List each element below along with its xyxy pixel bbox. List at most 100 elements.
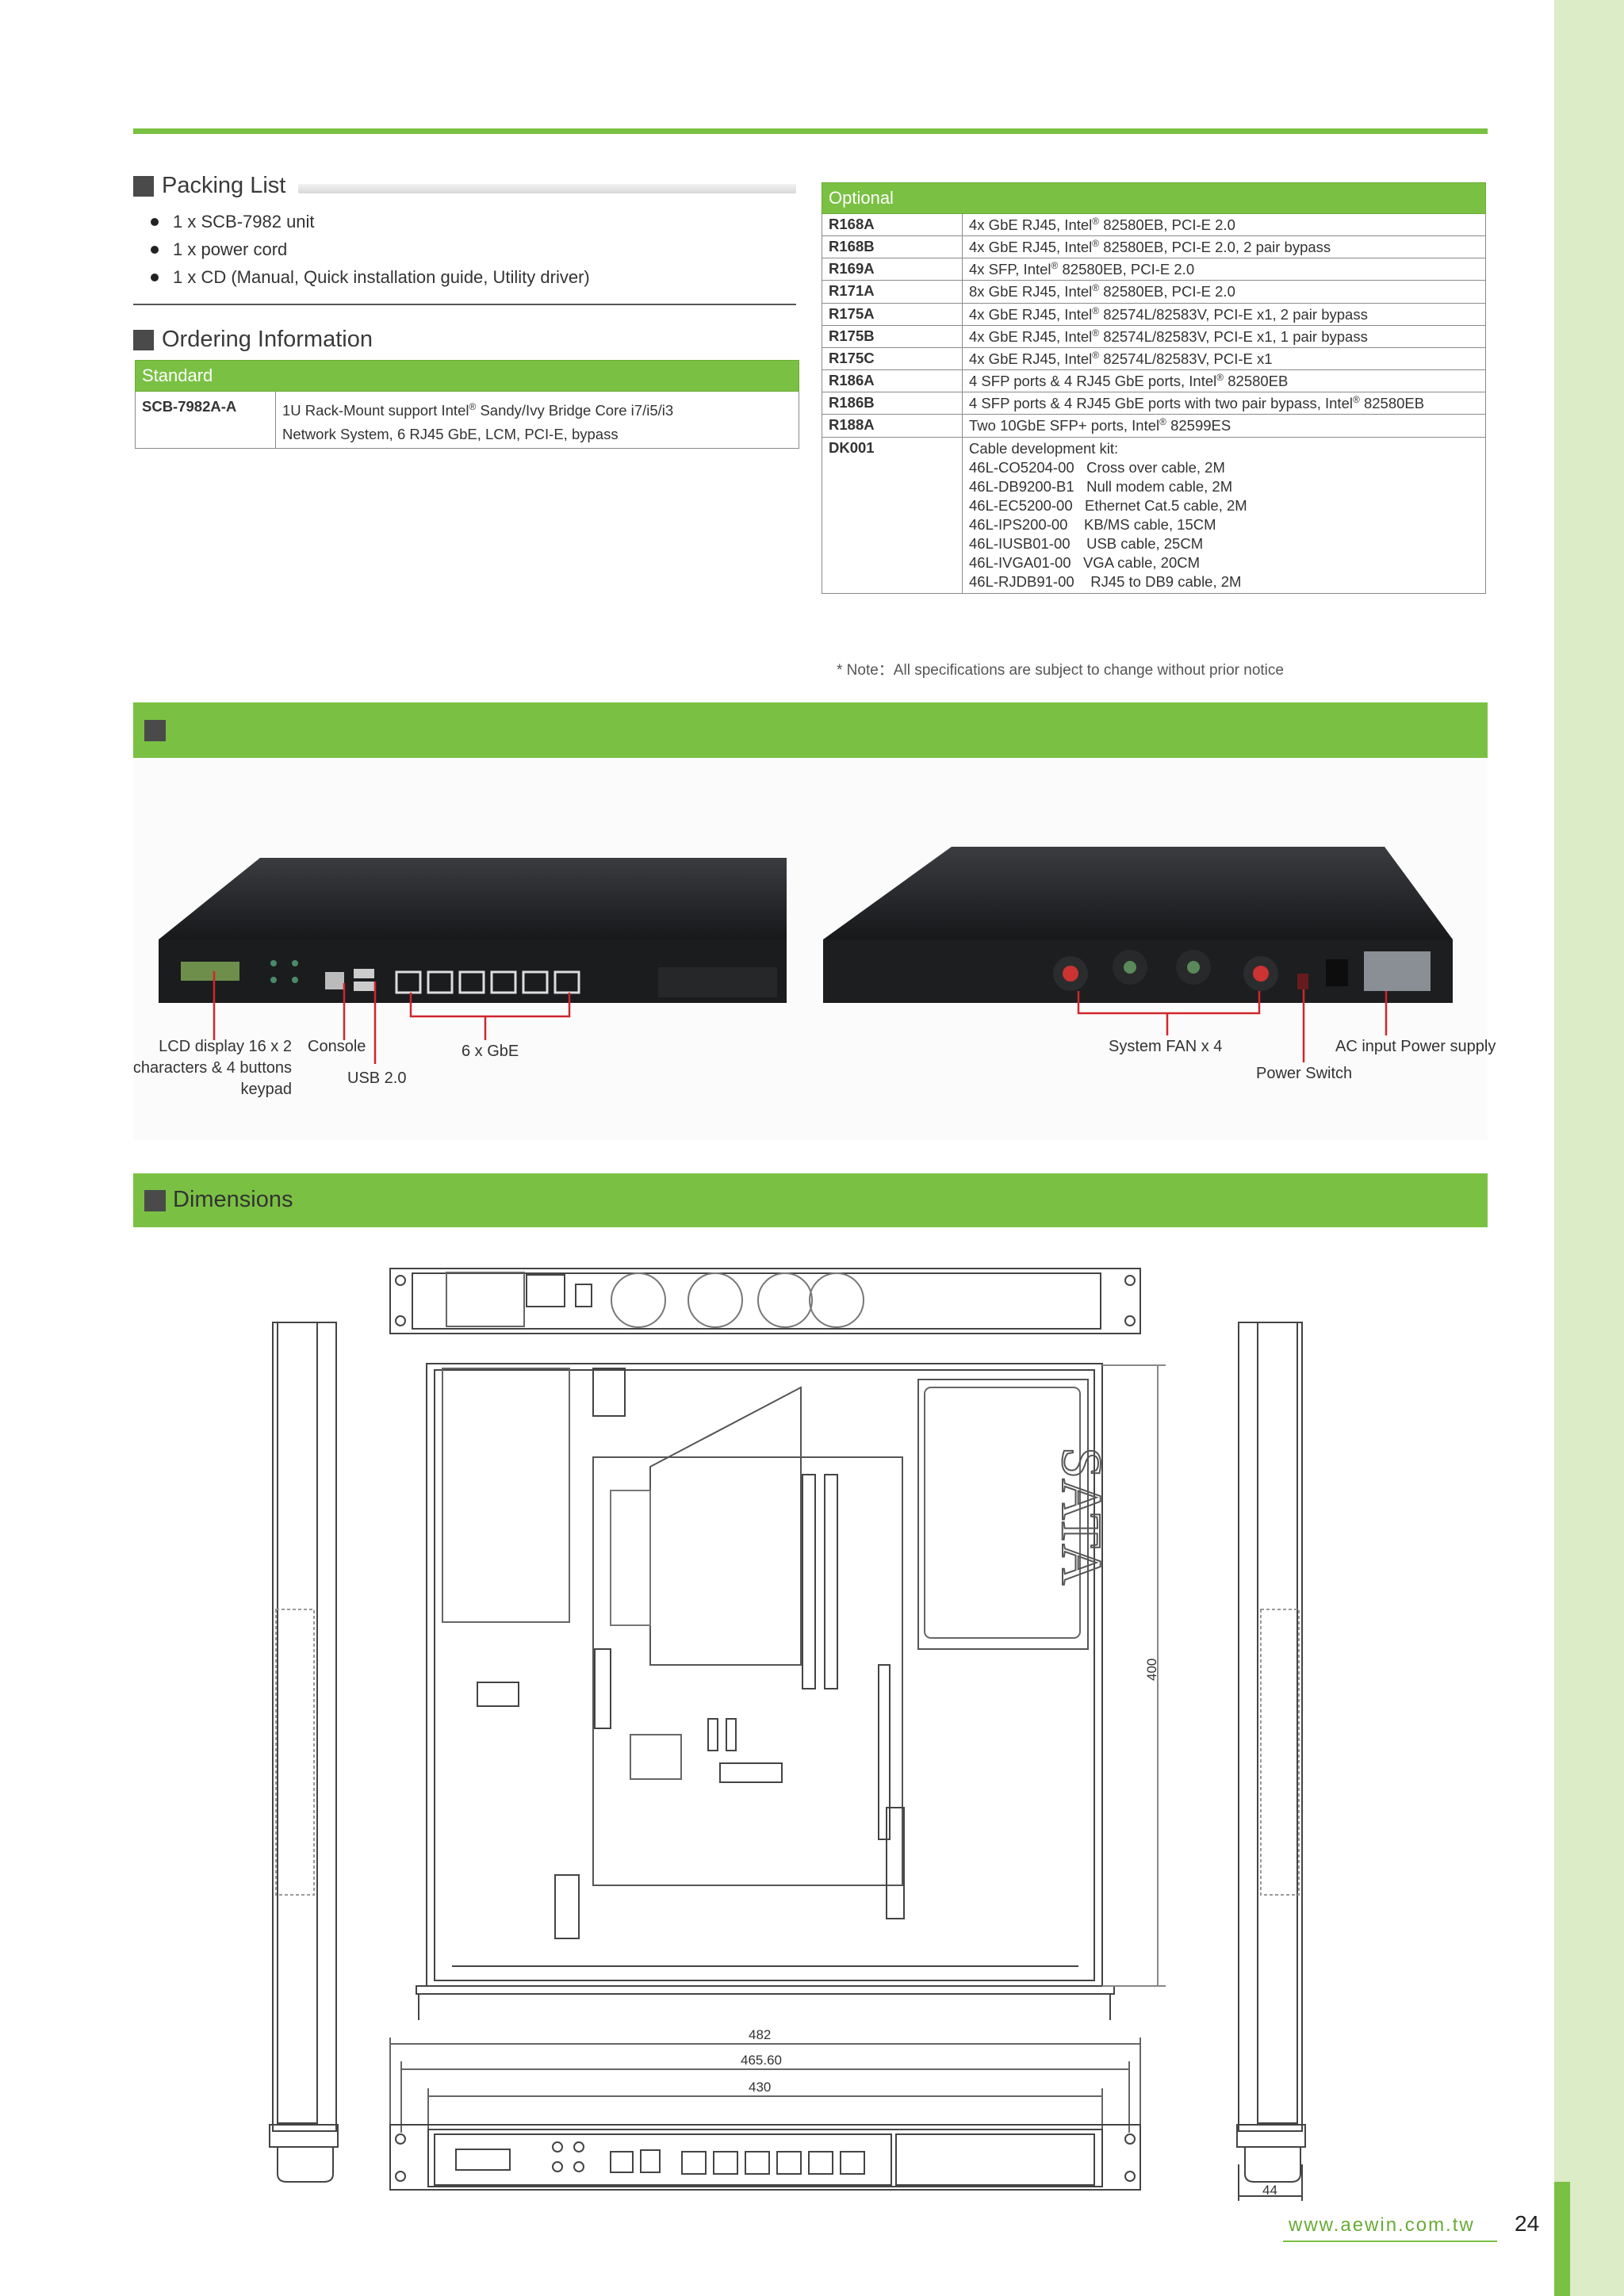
optional-desc-post: 82580EB, PCI-E 2.0, 2 pair bypass: [1099, 239, 1331, 256]
dim-430: 430: [749, 2080, 771, 2095]
optional-desc-post: 82580EB, PCI-E 2.0: [1058, 261, 1195, 278]
label-lcd: LCD display 16 x 2 characters & 4 button…: [111, 1036, 292, 1100]
optional-desc-pre: 8x GbE RJ45, Intel: [969, 283, 1093, 300]
registered-mark: ®: [1092, 349, 1100, 361]
packing-item: 1 x power cord: [151, 235, 590, 263]
kit-line: 46L-RJDB91-00 RJ45 to DB9 cable, 2M: [969, 572, 1242, 590]
top-view-drawing: [416, 1363, 1115, 2020]
optional-desc-post: 82574L/82583V, PCI-E x1: [1099, 350, 1273, 368]
label-lcd-line1: LCD display 16 x 2: [159, 1038, 292, 1055]
section-square-icon: [144, 720, 166, 741]
top-rule: [133, 128, 1488, 134]
side-accent: [1554, 2182, 1570, 2296]
left-side-drawing: [269, 1322, 339, 2183]
label-fan: System FAN x 4: [1109, 1038, 1223, 1055]
optional-description: 4x GbE RJ45, Intel® 82574L/82583V, PCI-E…: [962, 324, 1486, 348]
psu-grille: [1364, 951, 1431, 991]
footer-url[interactable]: www.aewin.com.tw: [1289, 2214, 1475, 2236]
optional-desc-post: 82580EB, PCI-E 2.0: [1099, 216, 1235, 234]
optional-desc-pre: 4x GbE RJ45, Intel: [969, 327, 1093, 345]
photo-section-band: [133, 702, 1488, 758]
packing-list-rule: [298, 184, 796, 193]
packing-list-title: Packing List: [133, 173, 285, 199]
console-port: [325, 972, 344, 989]
dim-400: 400: [1144, 1659, 1159, 1681]
label-lcd-line2: characters & 4 buttons: [132, 1059, 292, 1077]
dimensions-title: Dimensions: [173, 1187, 293, 1212]
optional-desc-post: 82580EB, PCI-E 2.0: [1099, 283, 1235, 300]
ordering-code: SCB-7982A-A: [135, 390, 276, 450]
ac-inlet: [1326, 959, 1348, 986]
optional-desc-pre: 4 SFP ports & 4 RJ45 GbE ports, Intel: [969, 373, 1217, 390]
optional-row: R168A 4x GbE RJ45, Intel® 82580EB, PCI-E …: [822, 212, 1486, 237]
ordering-desc-line2: Network System, 6 RJ45 GbE, LCM, PCI-E, …: [282, 426, 619, 443]
front-unit-photo: [159, 858, 787, 1003]
ordering-info-title-text: Ordering Information: [162, 327, 373, 352]
optional-row: R171A 8x GbE RJ45, Intel® 82580EB, PCI-E …: [822, 280, 1486, 304]
right-side-drawing: [1236, 1322, 1306, 2201]
packing-item: 1 x CD (Manual, Quick installation guide…: [151, 263, 590, 291]
registered-mark: ®: [1092, 327, 1100, 339]
optional-desc-pre: 4x GbE RJ45, Intel: [969, 216, 1093, 234]
ordering-info-title: Ordering Information: [133, 327, 373, 353]
optional-description: 4x GbE RJ45, Intel® 82574L/82583V, PCI-E…: [962, 346, 1486, 371]
registered-mark: ®: [1092, 216, 1100, 227]
optional-description: 4 SFP ports & 4 RJ45 GbE ports with two …: [962, 392, 1486, 415]
registered-mark: ®: [1092, 282, 1100, 294]
kit-code: DK001: [822, 436, 963, 594]
registered-mark: ®: [1216, 372, 1224, 384]
dimensions-band: Dimensions: [133, 1173, 1488, 1227]
registered-mark: ®: [1092, 238, 1100, 250]
optional-code: R168B: [822, 235, 963, 259]
kit-description: Cable development kit: 46L-CO5204-00 Cro…: [962, 436, 1486, 594]
kit-line: 46L-EC5200-00 Ethernet Cat.5 cable, 2M: [969, 496, 1247, 514]
optional-desc-post: 82599ES: [1166, 417, 1231, 434]
optional-code: R171A: [822, 280, 963, 304]
label-power-switch: Power Switch: [1256, 1065, 1353, 1082]
optional-desc-pre: 4x GbE RJ45, Intel: [969, 305, 1093, 323]
optional-desc-pre: Two 10GbE SFP+ ports, Intel: [969, 417, 1160, 434]
power-switch: [1297, 974, 1308, 989]
registered-mark: ®: [1092, 304, 1100, 316]
packing-list: 1 x SCB-7982 unit 1 x power cord 1 x CD …: [151, 208, 590, 291]
width-dimension-lines: [389, 2038, 1141, 2133]
section-square-icon: [144, 1190, 166, 1211]
usb-port: [354, 969, 374, 978]
callout-lines: [213, 971, 1388, 1064]
optional-desc-pre: 4x GbE RJ45, Intel: [969, 239, 1093, 256]
side-band: [1554, 0, 1624, 2296]
rear-panel-drawing: [389, 1268, 1141, 1334]
optional-desc-pre: 4 SFP ports & 4 RJ45 GbE ports with two …: [969, 395, 1353, 412]
ordering-desc-post: Sandy/Ivy Bridge Core i7/i5/i3: [476, 402, 674, 419]
optional-desc-post: 82574L/82583V, PCI-E x1, 2 pair bypass: [1099, 305, 1368, 323]
label-usb: USB 2.0: [347, 1070, 407, 1087]
front-panel-drawing: [389, 2124, 1141, 2191]
optional-description: Two 10GbE SFP+ ports, Intel® 82599ES: [962, 414, 1486, 438]
packing-list-title-text: Packing List: [162, 173, 286, 198]
optional-code: R175C: [822, 346, 963, 371]
label-ac-power: AC input Power supply: [1335, 1038, 1496, 1055]
registered-mark: ®: [1352, 394, 1360, 406]
packing-item: 1 x SCB-7982 unit: [151, 208, 590, 235]
sata-label: SATA: [1050, 1447, 1113, 1585]
optional-desc-post: 82574L/82583V, PCI-E x1, 1 pair bypass: [1099, 327, 1368, 345]
kit-line: 46L-IPS200-00 KB/MS cable, 15CM: [969, 515, 1216, 533]
optional-description: 4 SFP ports & 4 RJ45 GbE ports, Intel® 8…: [962, 369, 1486, 393]
registered-mark: ®: [1159, 416, 1166, 428]
ordering-desc-pre: 1U Rack-Mount support Intel: [282, 402, 469, 419]
page-number: 24: [1515, 2211, 1540, 2236]
optional-code: R175B: [822, 324, 963, 348]
optional-code: R188A: [822, 414, 963, 438]
kit-line: 46L-CO5204-00 Cross over cable, 2M: [969, 458, 1225, 476]
label-gbe: 6 x GbE: [462, 1043, 519, 1060]
optional-code: R168A: [822, 212, 963, 237]
dim-465: 465.60: [741, 2053, 782, 2068]
kit-line: 46L-IUSB01-00 USB cable, 25CM: [969, 534, 1204, 552]
label-console: Console: [308, 1038, 366, 1055]
